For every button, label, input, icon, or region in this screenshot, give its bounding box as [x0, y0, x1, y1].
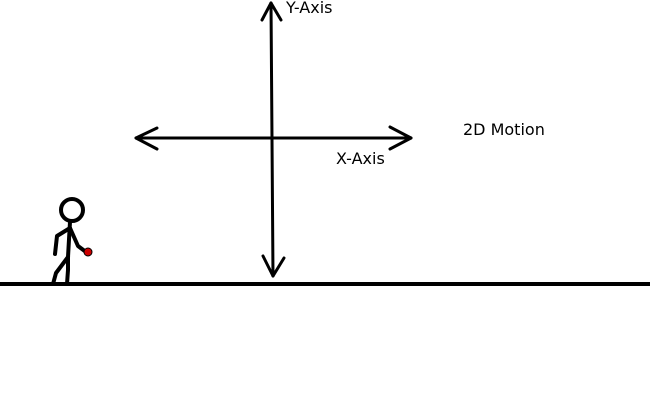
y-axis-down-arrowhead — [261, 254, 286, 278]
ball-icon — [83, 247, 93, 257]
x-axis-right-arrowhead — [388, 125, 413, 151]
y-axis-up-arrowhead — [260, 1, 283, 22]
x-axis-label: X-Axis — [336, 149, 385, 168]
y-axis-label: Y-Axis — [286, 0, 333, 17]
x-axis-left-arrowhead — [134, 126, 159, 151]
diagram-title: 2D Motion — [463, 120, 545, 139]
stick-figure-icon — [51, 197, 88, 286]
x-axis — [134, 125, 413, 151]
